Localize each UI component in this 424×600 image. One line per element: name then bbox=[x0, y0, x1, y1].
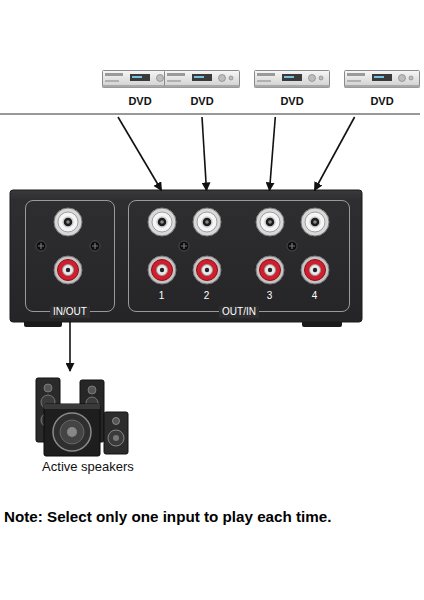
note-text: Note: Select only one input to play each… bbox=[4, 506, 422, 527]
dvd-players bbox=[103, 71, 420, 88]
node-label: OUT/IN bbox=[219, 306, 259, 318]
node-label: IN/OUT bbox=[50, 306, 90, 318]
speakers-icon bbox=[36, 378, 128, 456]
red-jack bbox=[54, 256, 82, 284]
node-label: DVD bbox=[128, 95, 151, 114]
node-label: DVD bbox=[280, 95, 303, 114]
red-jack bbox=[256, 256, 284, 284]
white-jack bbox=[256, 208, 284, 236]
red-jack bbox=[193, 256, 221, 284]
red-jack bbox=[301, 256, 329, 284]
subwoofer bbox=[44, 404, 100, 456]
dvd-player-icon bbox=[255, 71, 330, 88]
white-jack bbox=[54, 208, 82, 236]
dvd-player: DVD bbox=[102, 64, 178, 114]
dvd-player: DVD bbox=[344, 64, 420, 114]
signal-arrow bbox=[202, 117, 207, 191]
jack-pair: 1 bbox=[142, 192, 182, 304]
jack-pair: 2 bbox=[187, 192, 227, 304]
signal-arrow bbox=[270, 117, 276, 191]
white-jack bbox=[148, 208, 176, 236]
callout-number: 1 bbox=[159, 290, 165, 304]
dvd-player-icon bbox=[165, 71, 240, 88]
callout-number: 3 bbox=[267, 290, 273, 304]
node-label: DVD bbox=[370, 95, 393, 114]
switch-housing bbox=[10, 190, 362, 327]
red-jack bbox=[148, 256, 176, 284]
white-jack bbox=[301, 208, 329, 236]
satellite-speaker bbox=[104, 412, 128, 454]
callout-number: 2 bbox=[204, 290, 210, 304]
dvd-player: DVD bbox=[164, 64, 240, 114]
dvd-player: DVD bbox=[254, 64, 330, 114]
dvd-player-icon bbox=[345, 71, 420, 88]
input-output-panel: OUT/IN1234 bbox=[128, 200, 350, 312]
node-label: DVD bbox=[190, 95, 213, 114]
speaker-system: Active speakers bbox=[28, 372, 148, 476]
signal-arrow bbox=[118, 117, 162, 191]
divider-line bbox=[0, 114, 420, 115]
white-jack bbox=[193, 208, 221, 236]
input-output-panel: IN/OUT bbox=[25, 200, 115, 312]
node-label: Active speakers bbox=[42, 459, 134, 476]
rca-jacks bbox=[36, 208, 329, 284]
jack-pair: 3 bbox=[250, 192, 290, 304]
screw bbox=[179, 241, 189, 251]
screw bbox=[287, 241, 297, 251]
callout-number: 4 bbox=[312, 290, 318, 304]
signal-arrow bbox=[69, 321, 71, 371]
jack-pair: 4 bbox=[295, 192, 335, 304]
signal-arrow bbox=[315, 117, 355, 191]
screw bbox=[90, 241, 100, 251]
screw bbox=[36, 241, 46, 251]
housing-body bbox=[10, 190, 362, 322]
